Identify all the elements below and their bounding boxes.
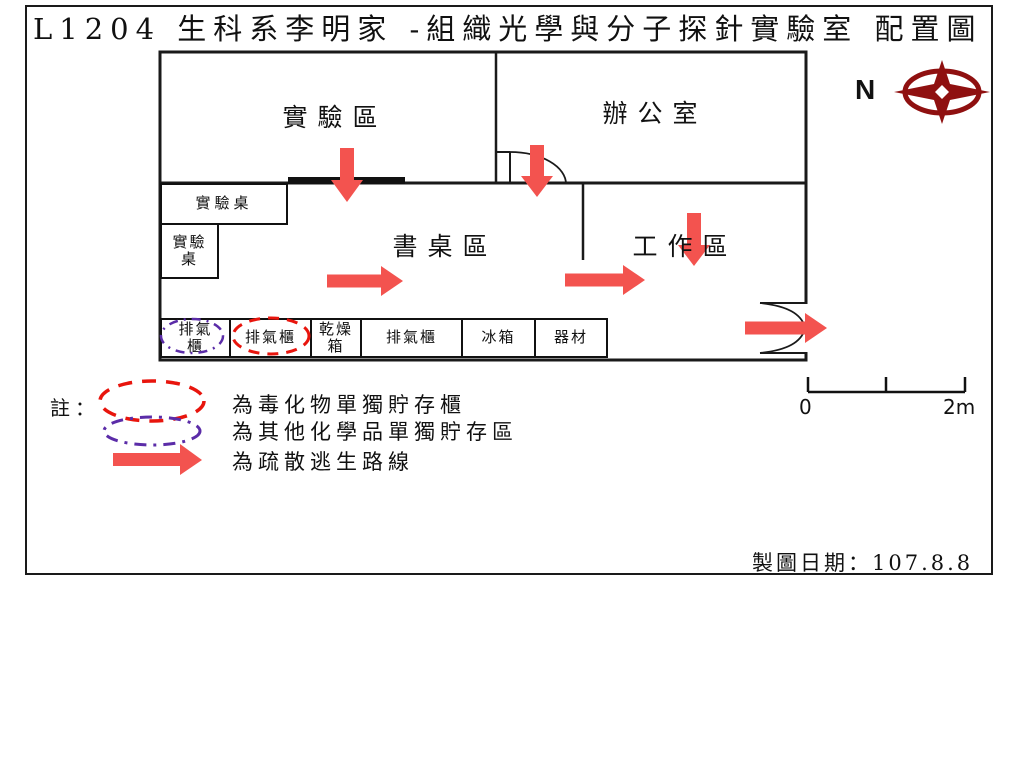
- equipment-fume-hood-1: 排氣 櫃: [160, 318, 231, 358]
- compass-north-label: N: [855, 74, 876, 105]
- page-title: L1204 生科系李明家 -組織光學與分子探針實驗室 配置圖: [33, 12, 983, 46]
- equipment-fume-hood-2: 排氣櫃: [229, 318, 312, 358]
- scale-start-label: 0: [799, 395, 812, 419]
- page-border: [25, 5, 993, 575]
- escape-arrow-down-office: [521, 145, 553, 197]
- scale-bar: [806, 377, 967, 394]
- bench-horizontal: 實驗桌: [160, 183, 288, 225]
- room-label-desk-area: 書桌區: [392, 232, 498, 261]
- escape-arrow-right-exit: [745, 313, 827, 343]
- legend-red-dashed-ellipse: [98, 379, 206, 423]
- legend-purple-dashdot-ellipse: [102, 415, 202, 447]
- legend-item-toxic-text: 為毒化物單獨貯存櫃: [232, 393, 466, 417]
- compass-rose: [894, 60, 990, 124]
- escape-arrow-down-work-area: [678, 213, 710, 266]
- legend-item-escape-text: 為疏散逃生路線: [232, 450, 414, 474]
- scale-end-label: 2m: [943, 395, 976, 419]
- equipment-drying-oven: 乾燥 箱: [310, 318, 362, 358]
- legend-heading: 註：: [50, 396, 100, 420]
- legend-escape-arrow: [113, 444, 202, 475]
- bench-vertical: 實驗 桌: [160, 223, 219, 279]
- room-label-office: 辦公室: [602, 99, 708, 128]
- escape-arrow-down-lab: [331, 148, 363, 202]
- room-label-lab: 實驗區: [282, 103, 388, 132]
- office-door-swing-arc: [509, 151, 567, 185]
- escape-arrow-right-corridor: [565, 265, 645, 295]
- equipment-fume-hood-3: 排氣櫃: [360, 318, 463, 358]
- room-label-work-area: 工作區: [632, 232, 738, 261]
- compass-star-center: [935, 85, 949, 99]
- legend-item-chemical-text: 為其他化學品單獨貯存區: [232, 420, 518, 444]
- drawing-date: 製圖日期：107.8.8: [752, 551, 974, 575]
- equipment-refrigerator: 冰箱: [461, 318, 536, 358]
- equipment-instruments: 器材: [534, 318, 608, 358]
- escape-arrow-right-desk-area: [327, 266, 403, 296]
